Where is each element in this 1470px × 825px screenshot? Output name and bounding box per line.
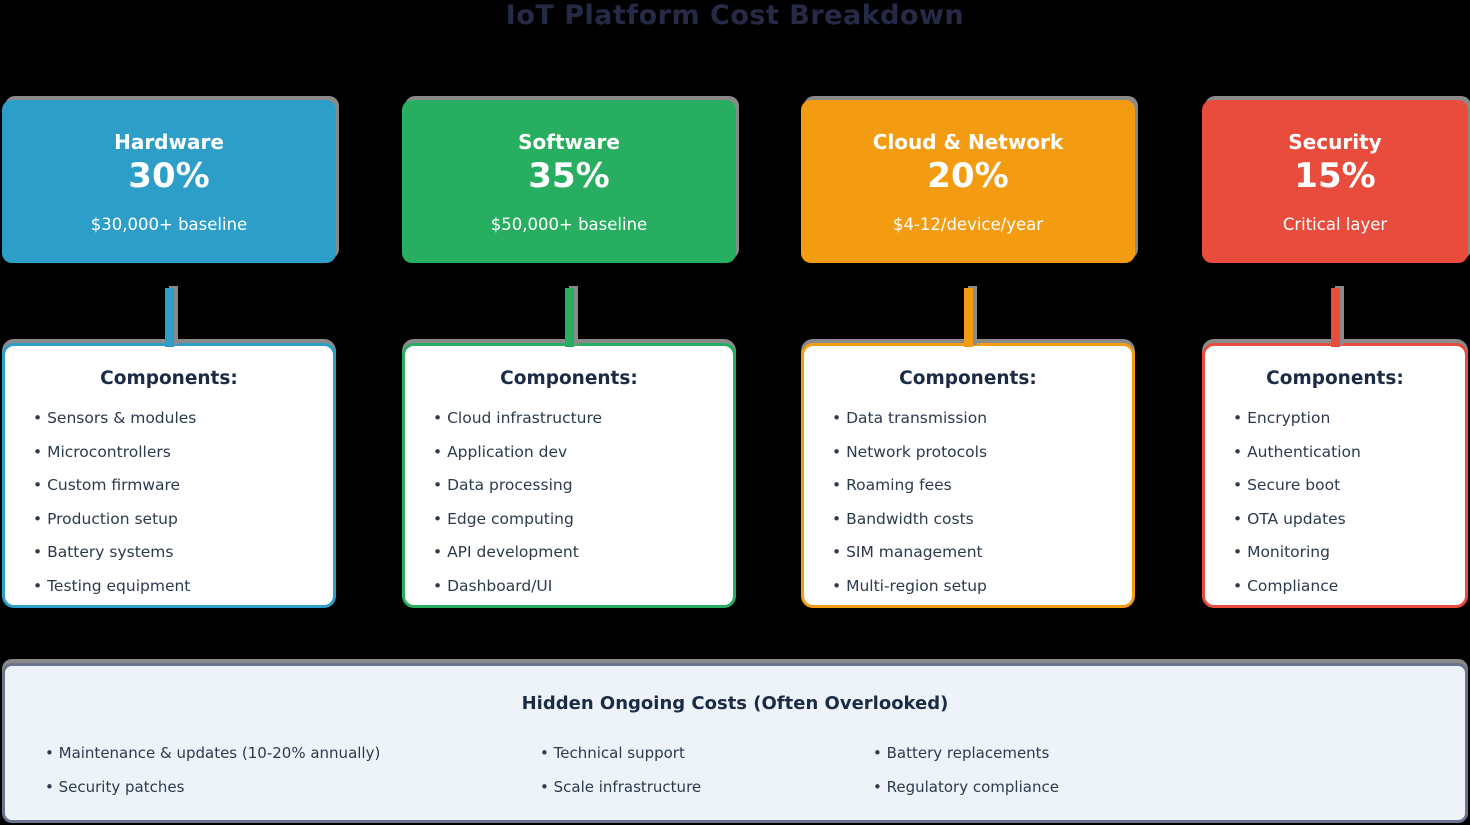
- connector-line: [963, 288, 973, 347]
- hidden-costs-column: Technical support Scale infrastructure: [540, 743, 702, 811]
- list-item: Dashboard/UI: [433, 576, 733, 597]
- list-item: Edge computing: [433, 509, 733, 530]
- hidden-costs-panel: Hidden Ongoing Costs (Often Overlooked) …: [2, 663, 1468, 823]
- list-item: Scale infrastructure: [540, 777, 702, 797]
- list-item: Authentication: [1233, 442, 1465, 463]
- list-item: Roaming fees: [832, 475, 1132, 496]
- list-item: Regulatory compliance: [873, 777, 1059, 797]
- connector-line: [1330, 288, 1340, 347]
- category-column-hardware: Hardware 30% $30,000+ baseline Component…: [2, 100, 336, 608]
- diagram-title: IoT Platform Cost Breakdown: [505, 0, 965, 31]
- list-item: Secure boot: [1233, 475, 1465, 496]
- category-subtitle: $30,000+ baseline: [90, 214, 248, 234]
- category-percent: 35%: [528, 156, 610, 197]
- category-column-software: Software 35% $50,000+ baseline Component…: [402, 100, 736, 608]
- category-card-cloud-network: Cloud & Network 20% $4-12/device/year: [801, 100, 1135, 263]
- components-heading: Components:: [100, 368, 238, 389]
- list-item: Production setup: [33, 509, 333, 530]
- list-item: Custom firmware: [33, 475, 333, 496]
- hidden-costs-title: Hidden Ongoing Costs (Often Overlooked): [521, 693, 949, 714]
- list-item: Network protocols: [832, 442, 1132, 463]
- category-name: Hardware: [114, 130, 224, 155]
- hidden-costs-column: Maintenance & updates (10-20% annually) …: [45, 743, 381, 811]
- list-item: Data transmission: [832, 408, 1132, 429]
- list-item: Microcontrollers: [33, 442, 333, 463]
- category-percent: 15%: [1294, 156, 1376, 197]
- list-item: Bandwidth costs: [832, 509, 1132, 530]
- list-item: Application dev: [433, 442, 733, 463]
- category-percent: 20%: [927, 156, 1009, 197]
- components-card-security: Components: Encryption Authentication Se…: [1202, 343, 1468, 608]
- category-column-cloud-network: Cloud & Network 20% $4-12/device/year Co…: [801, 100, 1135, 608]
- components-heading: Components:: [1266, 368, 1404, 389]
- list-item: Cloud infrastructure: [433, 408, 733, 429]
- category-subtitle: $4-12/device/year: [892, 214, 1044, 234]
- category-card-hardware: Hardware 30% $30,000+ baseline: [2, 100, 336, 263]
- components-card-software: Components: Cloud infrastructure Applica…: [402, 343, 736, 608]
- components-heading: Components:: [899, 368, 1037, 389]
- category-column-security: Security 15% Critical layer Components: …: [1202, 100, 1468, 608]
- category-subtitle: $50,000+ baseline: [490, 214, 648, 234]
- category-subtitle: Critical layer: [1282, 214, 1388, 234]
- list-item: Multi-region setup: [832, 576, 1132, 597]
- category-card-security: Security 15% Critical layer: [1202, 100, 1468, 263]
- hidden-costs-column: Battery replacements Regulatory complian…: [873, 743, 1059, 811]
- list-item: Encryption: [1233, 408, 1465, 429]
- components-list: Sensors & modules Microcontrollers Custo…: [5, 408, 333, 597]
- category-name: Security: [1288, 130, 1382, 155]
- list-item: Sensors & modules: [33, 408, 333, 429]
- list-item: OTA updates: [1233, 509, 1465, 530]
- list-item: Technical support: [540, 743, 701, 763]
- list-item: Battery replacements: [873, 743, 1059, 763]
- connector-line: [164, 288, 174, 347]
- category-name: Software: [518, 130, 620, 155]
- category-card-software: Software 35% $50,000+ baseline: [402, 100, 736, 263]
- list-item: Compliance: [1233, 576, 1465, 597]
- list-item: Monitoring: [1233, 542, 1465, 563]
- components-card-cloud-network: Components: Data transmission Network pr…: [801, 343, 1135, 608]
- list-item: Battery systems: [33, 542, 333, 563]
- category-percent: 30%: [128, 156, 210, 197]
- list-item: Security patches: [45, 777, 380, 797]
- list-item: Testing equipment: [33, 576, 333, 597]
- list-item: Data processing: [433, 475, 733, 496]
- category-name: Cloud & Network: [872, 130, 1064, 155]
- list-item: Maintenance & updates (10-20% annually): [45, 743, 381, 763]
- components-list: Cloud infrastructure Application dev Dat…: [405, 408, 733, 597]
- list-item: SIM management: [832, 542, 1132, 563]
- components-heading: Components:: [500, 368, 638, 389]
- components-list: Encryption Authentication Secure boot OT…: [1205, 408, 1465, 597]
- components-card-hardware: Components: Sensors & modules Microcontr…: [2, 343, 336, 608]
- components-list: Data transmission Network protocols Roam…: [804, 408, 1132, 597]
- list-item: API development: [433, 542, 733, 563]
- connector-line: [564, 288, 574, 347]
